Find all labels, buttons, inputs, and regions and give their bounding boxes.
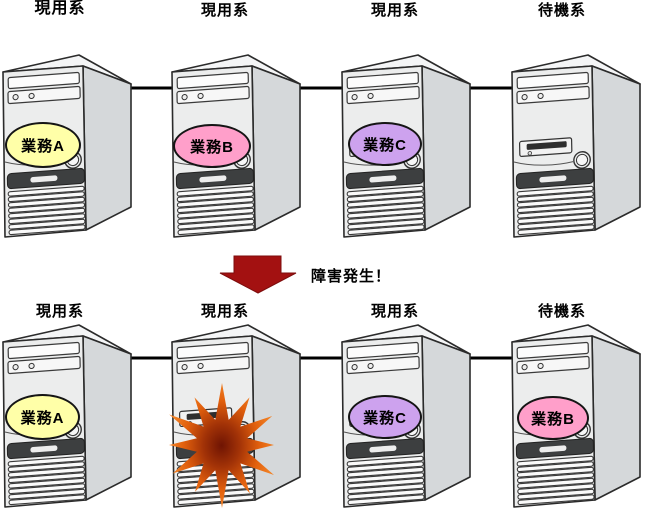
workload-badge: 業務A bbox=[5, 394, 80, 440]
server-role-label: 現用系 bbox=[370, 303, 419, 320]
workload-badge: 業務C bbox=[348, 395, 422, 439]
server-role-label: 待機系 bbox=[537, 303, 586, 320]
server-role-label: 現用系 bbox=[200, 303, 249, 320]
server-role-label: 現用系 bbox=[34, 0, 86, 17]
server-tower bbox=[511, 54, 641, 238]
server-role-label: 現用系 bbox=[200, 2, 249, 19]
workload-badge: 業務A bbox=[5, 122, 81, 168]
failure-arrow-icon bbox=[219, 255, 297, 294]
explosion-icon bbox=[169, 383, 274, 508]
server-role-label: 現用系 bbox=[35, 303, 84, 320]
workload-badge: 業務B bbox=[173, 124, 251, 168]
workload-badge: 業務B bbox=[517, 396, 589, 440]
server-role-label: 現用系 bbox=[370, 2, 419, 19]
failure-event-label: 障害発生！ bbox=[311, 268, 392, 285]
workload-badge: 業務C bbox=[348, 122, 422, 166]
server-role-label: 待機系 bbox=[537, 2, 586, 19]
